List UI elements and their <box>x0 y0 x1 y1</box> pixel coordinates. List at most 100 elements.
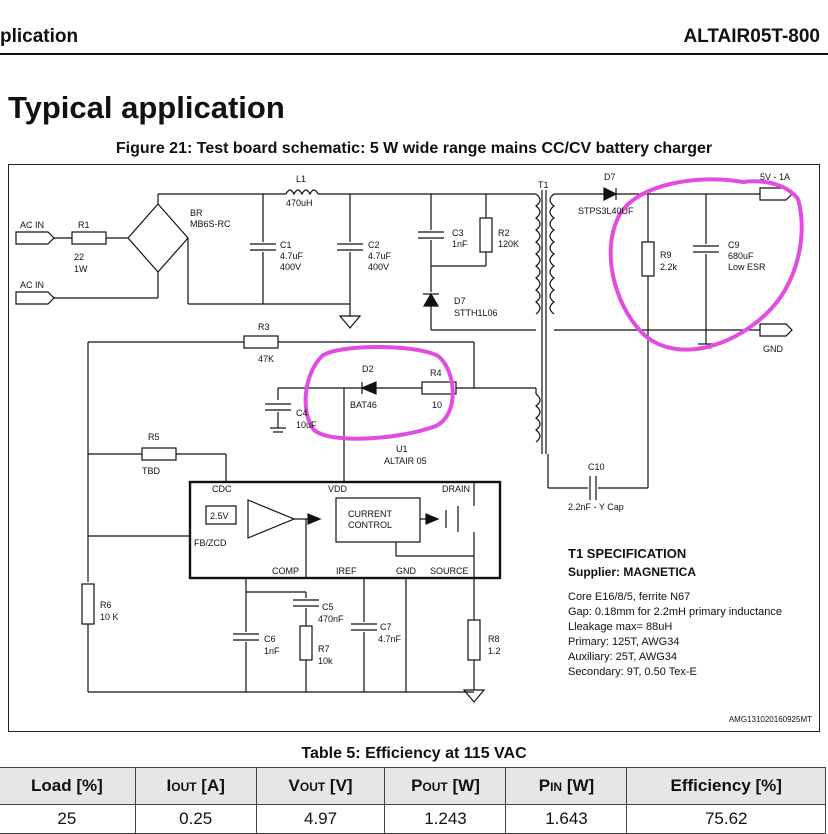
running-header-right: ALTAIR05T-800 <box>683 26 820 47</box>
vref-label: 2.5V <box>210 511 229 521</box>
c4-ref: C4 <box>296 408 308 418</box>
pin-drain: DRAIN <box>442 484 470 494</box>
c1-value: 4.7uF <box>280 251 304 261</box>
r9-value: 2.2k <box>660 262 678 272</box>
error-amplifier <box>247 499 296 539</box>
bridge-rectifier <box>127 203 189 273</box>
t1-primary-winding <box>535 193 541 315</box>
r7-value: 10k <box>318 656 333 666</box>
pin-gnd: GND <box>396 566 417 576</box>
spec-line: Lleakage max= 88uH <box>568 621 672 633</box>
r9-ref: R9 <box>660 250 672 260</box>
current-control-block <box>335 497 421 543</box>
schematic-frame <box>8 164 820 732</box>
r3-value: 47K <box>258 354 274 364</box>
c7-value: 4.7nF <box>378 634 402 644</box>
doc-code: AMG131020160925MT <box>729 715 812 724</box>
d7-secondary-value: STPS3L40UF <box>578 206 634 216</box>
cell-efficiency: 75.62 <box>626 804 826 834</box>
d2-value: BAT46 <box>350 400 377 410</box>
spec-supplier: Supplier: MAGNETICA <box>568 565 696 579</box>
r1-ref: R1 <box>78 220 90 230</box>
r5-value: TBD <box>142 466 161 476</box>
t1-aux-winding <box>535 393 541 443</box>
c6-ref: C6 <box>264 634 276 644</box>
r3-ref: R3 <box>258 322 270 332</box>
c1-rating: 400V <box>280 262 301 272</box>
section-title: Typical application <box>8 90 285 125</box>
header-vout: VOUT [V] <box>255 767 386 805</box>
br-ref: BR <box>190 208 203 218</box>
header-divider <box>0 53 828 55</box>
t1-label: T1 <box>538 180 549 190</box>
cell-vout: 4.97 <box>255 804 386 834</box>
d7-primary-ref: D7 <box>454 296 466 306</box>
cell-load: 25 <box>0 804 136 834</box>
annotation-marks <box>303 177 804 441</box>
ground-symbol-lower <box>462 689 486 703</box>
c2-ref: C2 <box>368 240 380 250</box>
c9-value: 680uF <box>728 251 754 261</box>
c10-ref: C10 <box>588 462 605 472</box>
c5-ref: C5 <box>322 602 334 612</box>
r4-ref: R4 <box>430 368 442 378</box>
r5-ref: R5 <box>148 432 160 442</box>
c10-value: 2.2nF - Y Cap <box>568 502 624 512</box>
ac-in-label-1: AC IN <box>20 220 44 230</box>
spec-line: Auxiliary: 25T, AWG34 <box>568 651 677 663</box>
l1-ref: L1 <box>296 174 306 184</box>
current-control-text-1: CURRENT <box>348 509 393 519</box>
gnd-connector <box>759 323 793 337</box>
table-row: 25 0.25 4.97 1.243 1.643 75.62 <box>0 804 826 834</box>
r4-value: 10 <box>432 400 442 410</box>
current-control-text-2: CONTROL <box>348 520 392 530</box>
ac-in-connector-1 <box>15 231 55 245</box>
r1-resistor <box>71 231 107 245</box>
r8-ref: R8 <box>488 634 500 644</box>
c1-ref: C1 <box>280 240 292 250</box>
c3-value: 1nF <box>452 239 468 249</box>
d7-secondary-ref: D7 <box>604 172 616 182</box>
annotation-circle-d2 <box>303 345 455 441</box>
br-value: MB6S-RC <box>190 219 231 229</box>
d2-ref: D2 <box>362 364 374 374</box>
r2-value: 120K <box>498 239 519 249</box>
annotation-circle-output <box>608 177 804 352</box>
l1-inductor <box>285 189 319 196</box>
c4-value: 10uF <box>296 420 317 430</box>
efficiency-table: Load [%] IOUT [A] VOUT [V] POUT [W] PIN … <box>0 767 826 834</box>
d7-primary-value: STTH1L06 <box>454 308 498 318</box>
output-label: 5V - 1A <box>760 172 790 182</box>
r6-ref: R6 <box>100 600 112 610</box>
t1-specification: T1 SPECIFICATION Supplier: MAGNETICA Cor… <box>568 546 782 678</box>
r1-rating: 1W <box>74 264 88 274</box>
r6-value: 10 K <box>100 612 119 622</box>
c9-rating: Low ESR <box>728 262 766 272</box>
header-iout: IOUT [A] <box>134 767 257 805</box>
t1-secondary-winding <box>549 193 555 315</box>
c6-value: 1nF <box>264 646 280 656</box>
gnd-label: GND <box>763 344 784 354</box>
cell-pout: 1.243 <box>384 804 507 834</box>
u1-value: ALTAIR 05 <box>384 456 427 466</box>
spec-line: Secondary: 9T, 0.50 Tex-E <box>568 666 697 678</box>
pin-fbzcd: FB/ZCD <box>194 538 227 548</box>
r1-value: 22 <box>74 252 84 262</box>
c5-value: 470nF <box>318 614 344 624</box>
r7-ref: R7 <box>318 644 330 654</box>
ground-symbol-primary <box>338 315 362 329</box>
u1-ref: U1 <box>396 444 408 454</box>
spec-line: Primary: 125T, AWG34 <box>568 636 679 648</box>
header-efficiency: Efficiency [%] <box>626 767 826 805</box>
c2-rating: 400V <box>368 262 389 272</box>
table-header-row: Load [%] IOUT [A] VOUT [V] POUT [W] PIN … <box>0 767 826 805</box>
c3-ref: C3 <box>452 228 464 238</box>
c9-ref: C9 <box>728 240 740 250</box>
pin-cdc: CDC <box>212 484 232 494</box>
l1-value: 470uH <box>286 198 313 208</box>
cell-pin: 1.643 <box>505 804 628 834</box>
r2-ref: R2 <box>498 228 510 238</box>
spec-title: T1 SPECIFICATION <box>568 546 686 561</box>
header-pin: PIN [W] <box>505 767 628 805</box>
pin-source: SOURCE <box>430 566 469 576</box>
